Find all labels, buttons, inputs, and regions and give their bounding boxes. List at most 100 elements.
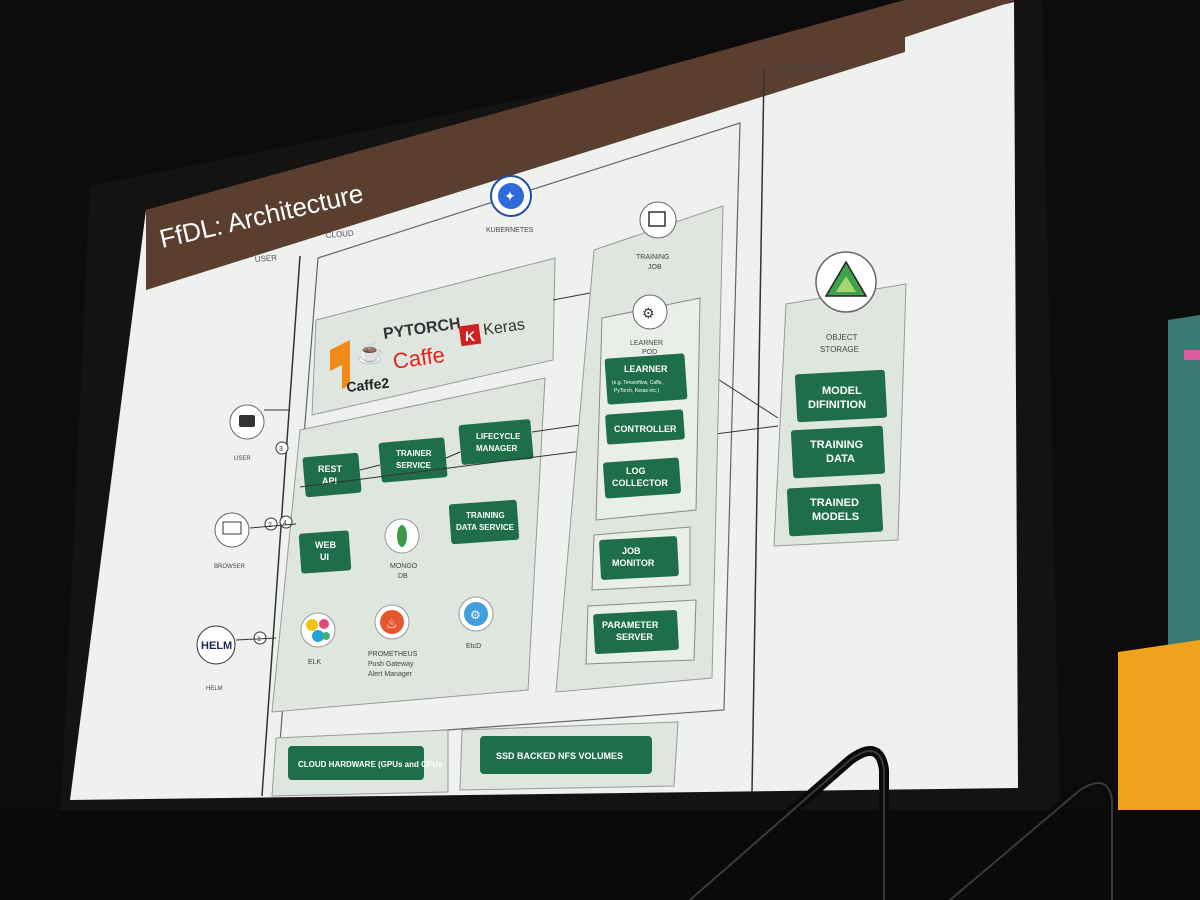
cloud-hardware-label: CLOUD HARDWARE (GPUs and CPUs [298, 760, 443, 769]
keras-logo [458, 323, 482, 347]
elk-icon-dot-d [322, 632, 330, 640]
title-bar-band [146, 0, 905, 290]
nfs-box [480, 736, 652, 774]
helm-icon [196, 625, 236, 665]
user-icon-screen [239, 415, 255, 427]
trained-models-label-1: TRAINED [810, 497, 859, 509]
user-label: USER [234, 456, 251, 462]
trainer-service-label-1: TRAINER [396, 449, 432, 458]
lifecycle-manager-label-1: LIFECYCLE [476, 432, 521, 441]
elk-icon-dot-b [319, 619, 329, 629]
framework-caffe2: Caffe2 [346, 375, 390, 395]
parameter-server-box: PARAMETER SERVER [593, 609, 679, 655]
training-data-service-label-2: DATA SERVICE [456, 523, 515, 532]
learner-note-1: (e.g. Tensorflow, Caffe, [612, 380, 663, 386]
stage-floor [0, 810, 1200, 900]
elk-label: ELK [308, 659, 322, 666]
browser-icon [214, 512, 250, 548]
learner-pod-label-1: LEARNER [630, 340, 663, 347]
web-ui-box: WEB UI [298, 530, 352, 574]
elk-icon-dot-c [312, 630, 324, 642]
training-data-service-box: TRAINING DATA SERVICE [448, 499, 520, 545]
parameter-server-label-1: PARAMETER [602, 620, 659, 630]
rest-api-box: REST API [302, 452, 362, 498]
keras-logo-letter: K [465, 328, 475, 344]
job-monitor-label-1: JOB [622, 546, 641, 556]
learner-pod-label-2: POD [642, 349, 657, 356]
training-job-icon-board [648, 211, 666, 227]
prometheus-icon-core [380, 610, 404, 634]
trained-models-label-2: MODELS [812, 511, 859, 523]
etcd-label: EtcD [466, 643, 481, 650]
step-label-3: 3 [279, 446, 283, 453]
training-job-label-2: JOB [648, 264, 662, 271]
trainer-service-label-2: SERVICE [396, 461, 432, 470]
tensorflow-icon [330, 340, 350, 389]
nfs-label: SSD BACKED NFS VOLUMES [496, 751, 623, 761]
parameter-server-label-2: SERVER [616, 632, 653, 642]
object-storage-label-2: STORAGE [820, 345, 859, 354]
step-badge-2 [264, 517, 278, 531]
arrow-lifecycle-training [531, 424, 581, 433]
learner-box: LEARNER (e.g. Tensorflow, Caffe, PyTorch… [604, 353, 688, 405]
side-monitor [1168, 315, 1200, 662]
log-collector-box: LOG COLLECTOR [603, 457, 681, 499]
model-definition-label-2: DIFINITION [808, 399, 866, 411]
kubernetes-label: KUBERNETES [486, 227, 534, 234]
learner-pod-icon [632, 294, 668, 330]
lifecycle-manager-box: LIFECYCLE MANAGER [458, 419, 534, 465]
model-definition-label-1: MODEL [822, 385, 862, 397]
log-collector-label-2: COLLECTOR [612, 478, 668, 488]
training-data-label-2: DATA [826, 453, 855, 465]
divider-cloud-external [751, 69, 765, 793]
job-monitor-label-2: MONITOR [612, 558, 655, 568]
mongodb-icon-leaf [397, 525, 407, 547]
mongo-label-1: MONGO [390, 563, 418, 570]
cloud-hardware-box [288, 746, 424, 780]
arrow-rest-trainer [359, 464, 381, 471]
object-storage-icon-tri-inner [836, 276, 856, 292]
trained-models-box: TRAINED MODELS [786, 483, 884, 537]
prometheus-label-1: PROMETHEUS [368, 651, 418, 658]
arrow-learner-storage [709, 373, 779, 419]
learner-pod-icon-glyph: ⚙ [642, 305, 655, 321]
model-definition-box: MODEL DIFINITION [794, 369, 888, 423]
learner-label: LEARNER [624, 364, 668, 374]
web-ui-label-1: WEB [315, 540, 336, 550]
arrow-trainer-lifecycle [445, 451, 461, 459]
prometheus-label-3: Alert Manager [368, 671, 413, 678]
helm-label: HELM [206, 686, 223, 692]
log-collector-label-1: LOG [626, 466, 646, 476]
prometheus-label-2: Push Gateway [368, 661, 414, 668]
step-badge-3 [275, 441, 289, 455]
rest-api-label-1: REST [318, 464, 343, 474]
job-monitor-box: JOB MONITOR [599, 536, 679, 580]
mic-stand-left-edge [689, 750, 885, 900]
training-job-icon [639, 201, 677, 239]
zone-label-external: EXTERNAL [779, 61, 838, 77]
zone-label-cloud: CLOUD [325, 229, 354, 240]
browser-icon-monitor [222, 521, 242, 535]
arrow-browser-cloud [249, 523, 297, 529]
arrow-helm-cloud [235, 637, 277, 641]
frameworks-panel [311, 257, 556, 416]
controller-box: CONTROLLER [605, 409, 685, 445]
etcd-icon-core [464, 602, 488, 626]
training-job-label-1: TRAINING [636, 254, 669, 261]
step-label-4: 4 [283, 520, 287, 527]
mongo-label-2: DB [398, 573, 408, 580]
browser-label: BROWSER [214, 564, 246, 570]
web-ui-label-2: UI [320, 552, 329, 562]
helm-icon-text: HELM [201, 640, 232, 652]
training-data-box: TRAINING DATA [790, 425, 886, 479]
elk-icon-dot-a [306, 619, 318, 631]
lifecycle-manager-label-2: MANAGER [476, 444, 518, 453]
training-data-label-1: TRAINING [810, 439, 863, 451]
kubernetes-icon-core [498, 183, 524, 209]
side-monitor-stripe [1184, 350, 1200, 360]
prometheus-icon-flame: ♨ [386, 616, 398, 631]
learner-note-2: PyTorch, Keras etc.) [614, 388, 659, 394]
training-data-service-label-1: TRAINING [466, 511, 505, 520]
step-label-2: 2 [268, 522, 272, 529]
